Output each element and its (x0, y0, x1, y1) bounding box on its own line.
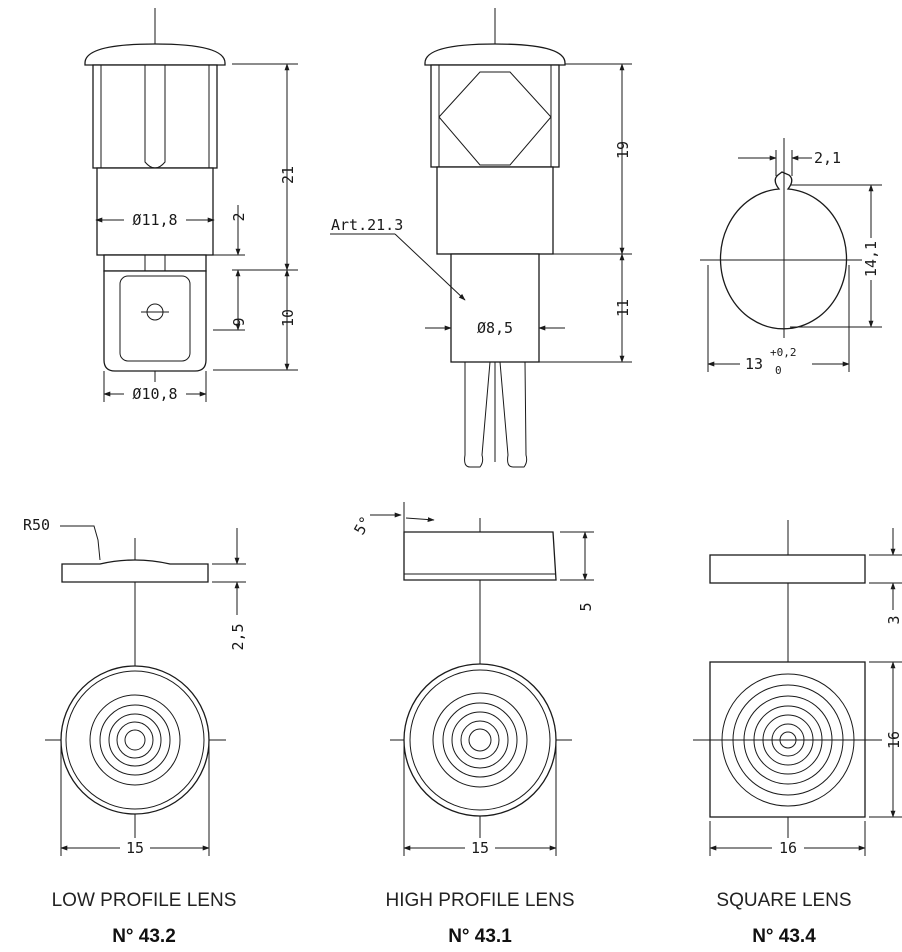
dim-key-width: 2,1 (814, 149, 841, 167)
low-profile-lens: R50 2,5 15 LOW PROFILE LENS N° 43.2 (23, 516, 247, 947)
lens-side (709, 554, 866, 584)
article-label: Art.21.3 (331, 216, 403, 234)
caption-square-lens: SQUARE LENS (716, 890, 851, 911)
dim-base: 10 (279, 309, 297, 327)
caption-low-profile-lens: LOW PROFILE LENS (52, 890, 237, 911)
dim-tolerance-lower: 0 (775, 364, 782, 377)
dim-width: 15 (126, 839, 144, 857)
code-square-lens: N° 43.4 (752, 926, 816, 947)
dim-height-total: 21 (279, 166, 297, 184)
lamp-collar (103, 254, 207, 272)
lamp-base (103, 270, 207, 372)
dim-side: 16 (885, 731, 902, 749)
dim-thickness: 3 (885, 615, 902, 624)
lamp-side-view: 19 11 Ø8,5 Art.21.3 (330, 8, 632, 468)
high-profile-lens: 5° 5 15 HIGH PROFILE LENS N° 43.1 (350, 502, 595, 947)
lamp-body-lower (436, 166, 554, 255)
dim-diameter: Ø8,5 (477, 319, 513, 337)
dim-tolerance-upper: +0,2 (770, 346, 797, 359)
lens-outer-ring (60, 665, 210, 815)
lamp-prism (438, 71, 552, 166)
lamp-socket (450, 253, 540, 363)
lamp-body-upper (430, 64, 560, 168)
dim-base-diameter: Ø10,8 (132, 385, 177, 403)
lens-side (61, 559, 209, 583)
code-low-profile-lens: N° 43.2 (112, 926, 176, 947)
square-lens: 3 16 16 SQUARE LENS N° 43.4 (693, 520, 902, 947)
dim-thickness: 2,5 (229, 623, 247, 650)
dim-height: 14,1 (862, 241, 880, 277)
lamp-body-upper (92, 64, 218, 169)
dim-terminal: 9 (230, 317, 248, 326)
lens-outer-ring (403, 663, 557, 817)
dim-radius: R50 (23, 516, 50, 534)
lamp-cap (424, 43, 566, 66)
lamp-cap (84, 43, 226, 66)
lamp-wire-left (464, 361, 491, 468)
terminal-tab (119, 275, 191, 362)
dim-collar: 2 (230, 212, 248, 221)
dim-width: 13 (745, 355, 763, 373)
dim-width: 16 (779, 839, 797, 857)
dim-body-diameter: Ø11,8 (132, 211, 177, 229)
panel-cutout-view: 2,1 14,1 13 +0,2 0 (700, 138, 882, 377)
dim-lower: 11 (614, 299, 632, 317)
lens-side (403, 531, 557, 581)
caption-high-profile-lens: HIGH PROFILE LENS (386, 890, 575, 911)
dim-width: 15 (471, 839, 489, 857)
code-high-profile-lens: N° 43.1 (448, 926, 512, 947)
lamp-front-view: 21 2 9 10 Ø11,8 Ø10,8 (84, 8, 298, 403)
dim-angle: 5° (350, 513, 375, 538)
dim-thickness: 5 (577, 602, 595, 611)
lamp-wire-right (499, 361, 528, 468)
dim-upper: 19 (614, 141, 632, 159)
